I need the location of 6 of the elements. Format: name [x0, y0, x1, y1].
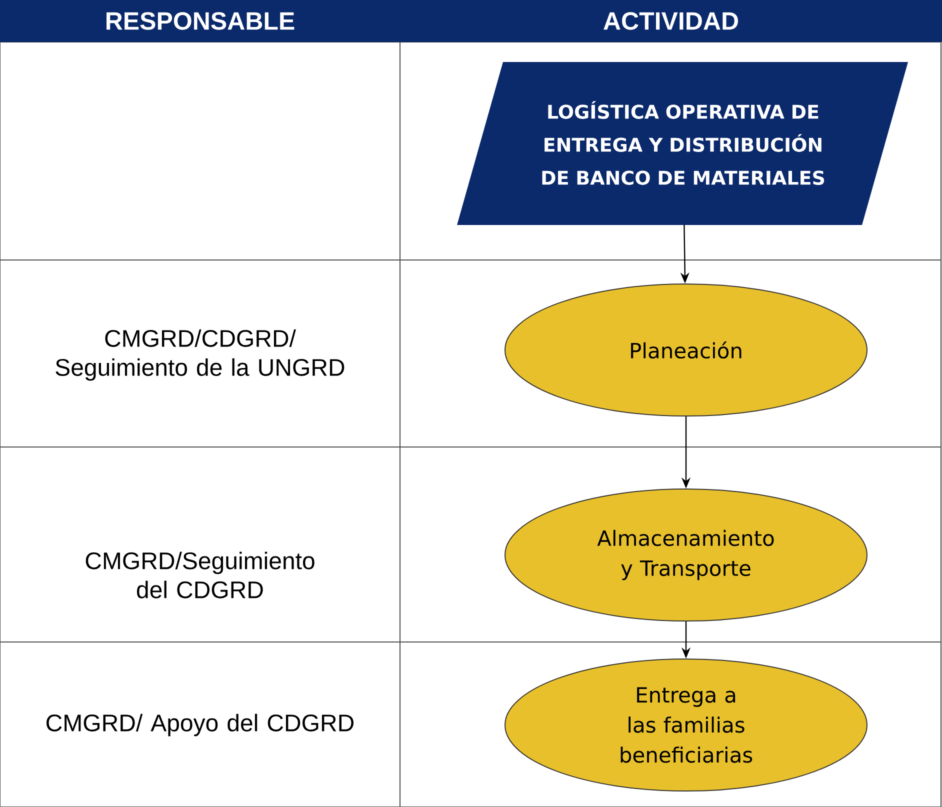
responsible-text: CMGRD/Seguimiento del CDGRD	[86, 552, 314, 598]
header-cell: ACTIVIDAD	[400, 0, 942, 42]
input-parallelogram: LOGÍSTICA OPERATIVA DE ENTREGA Y DISTRIBUCIÓN DE BANCO DE MATERIALES	[457, 62, 908, 225]
responsible-text: CMGRD/CDGRD/ Seguimiento de la UNGRD	[56, 329, 344, 381]
responsible-text: CMGRD/ Apoyo del CDGRD	[46, 714, 354, 736]
header-cell: RESPONSABLE	[0, 0, 400, 42]
